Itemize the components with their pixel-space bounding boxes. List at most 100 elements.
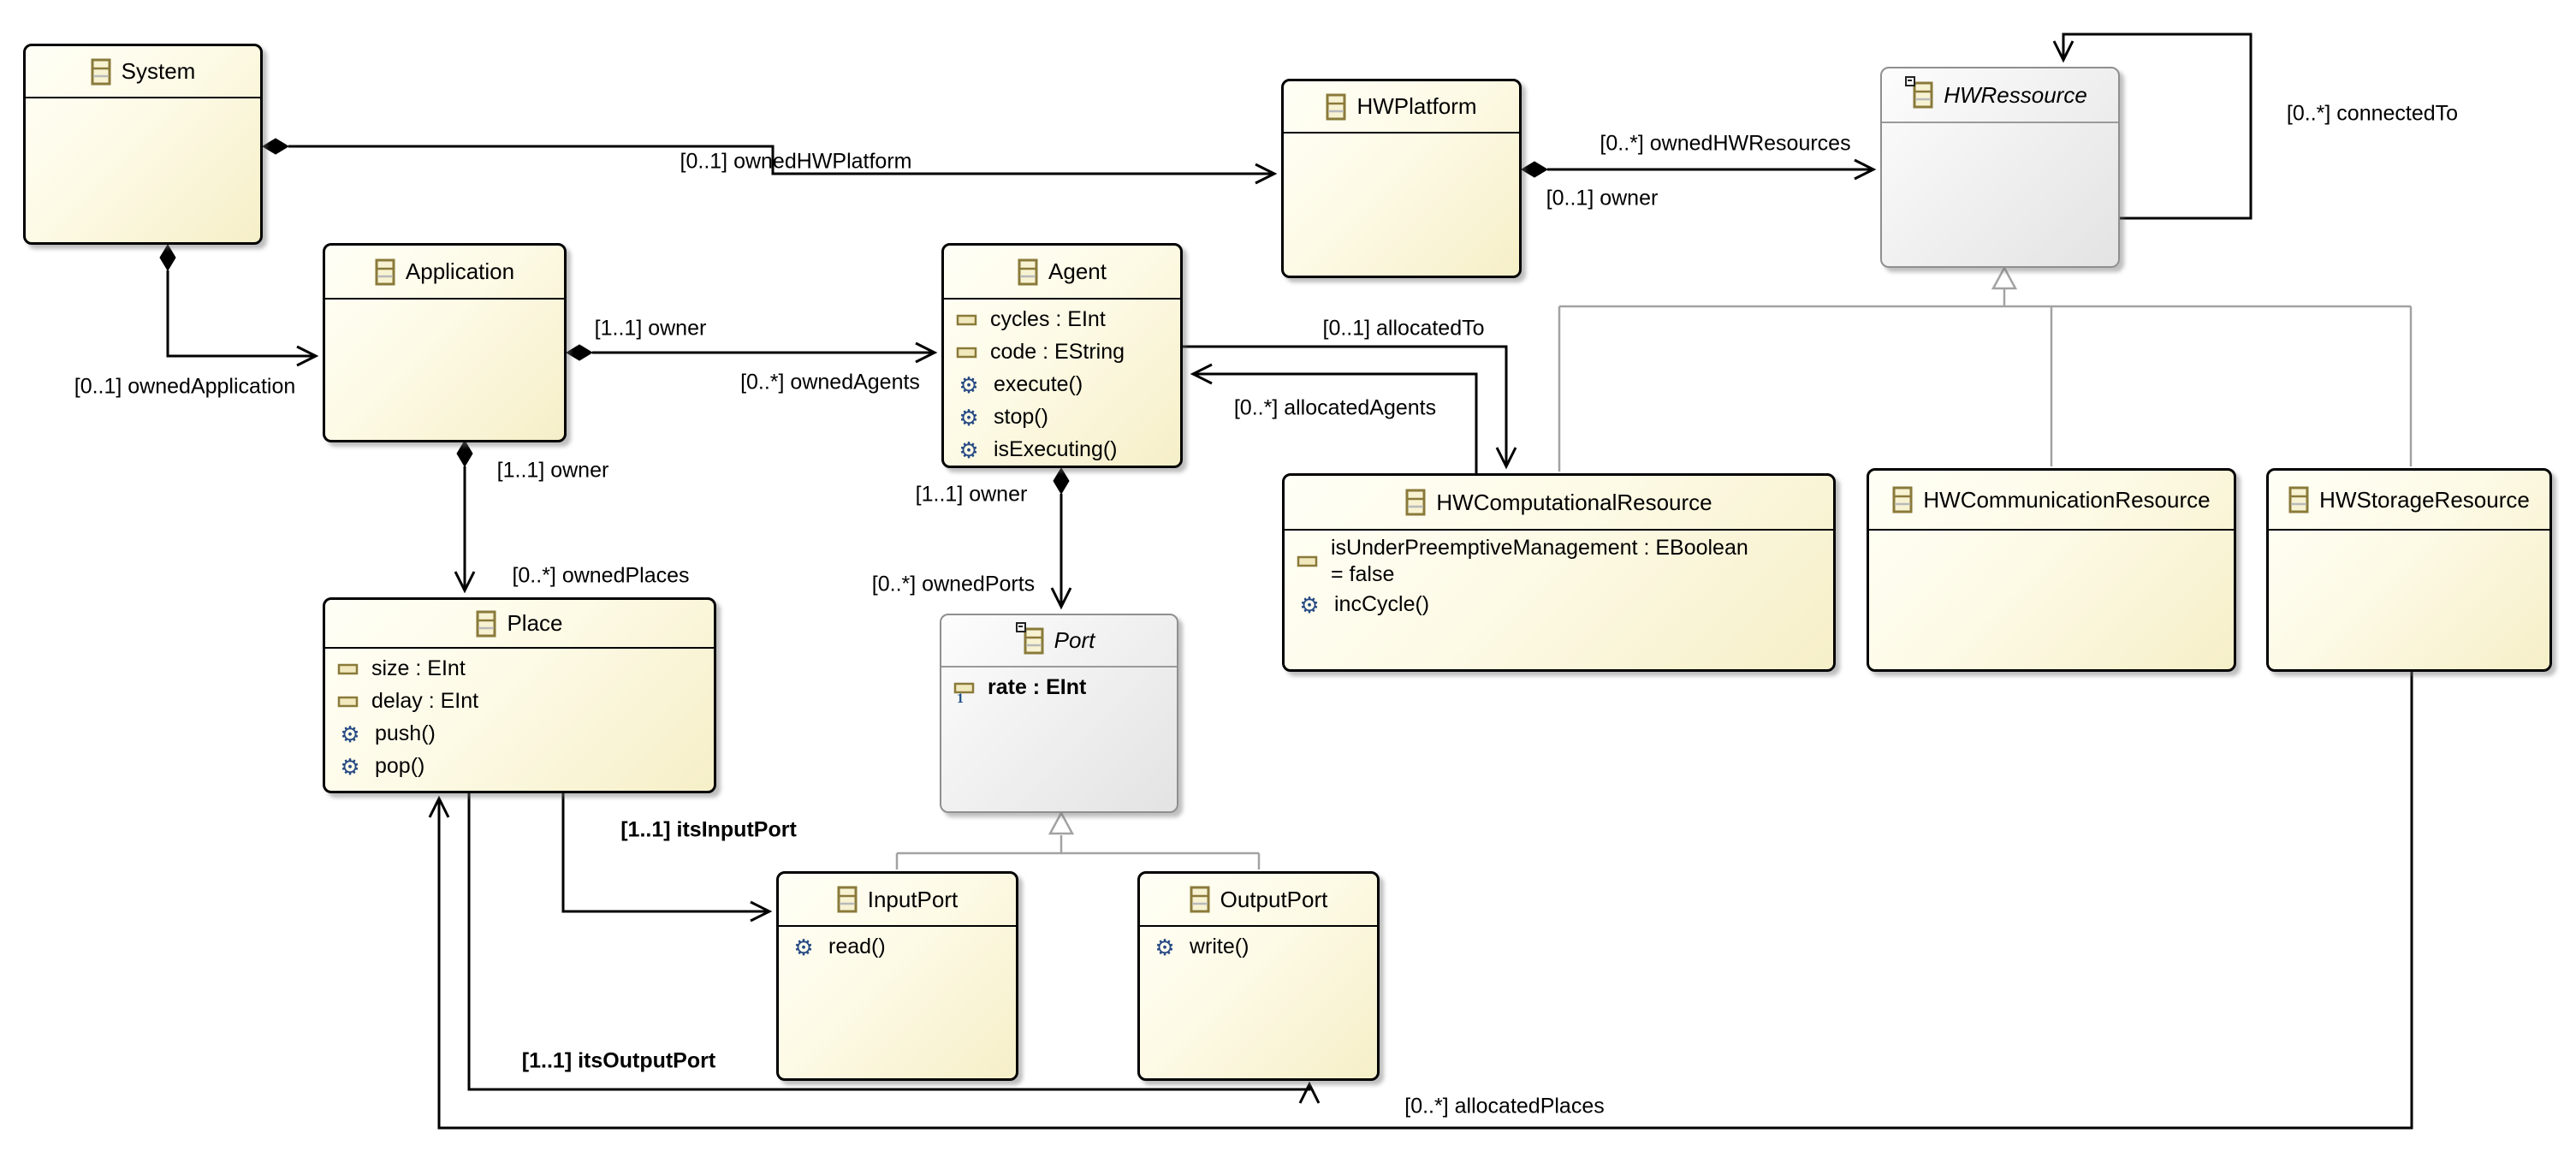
class-body: size : EInt delay : EInt⚙push()⚙pop() — [325, 649, 714, 791]
class-outputport[interactable]: OutputPort ⚙write() — [1137, 871, 1380, 1081]
attribute-icon — [956, 346, 978, 359]
class-header[interactable]: InputPort — [779, 874, 1016, 927]
edge-label-port-owner[interactable]: [1..1] owner — [915, 482, 1028, 507]
class-header[interactable]: HWStorageResource — [2269, 471, 2549, 531]
class-header[interactable]: HWRessource — [1882, 68, 2118, 123]
class-body: isUnderPreemptiveManagement : EBoolean= … — [1285, 531, 1833, 669]
class-icon — [837, 886, 858, 913]
class-icon — [1018, 258, 1038, 286]
class-header[interactable]: OutputPort — [1140, 874, 1377, 927]
edge-label-place-owner[interactable]: [1..1] owner — [496, 458, 609, 483]
operation-row[interactable]: ⚙pop() — [325, 751, 714, 783]
id-marker-icon: 1 — [957, 691, 964, 706]
attribute-icon — [1297, 555, 1319, 568]
operation-gear-icon: ⚙ — [1154, 935, 1175, 960]
class-header[interactable]: HWCommunicationResource — [1869, 471, 2234, 531]
edge-label-owned-hwresources[interactable]: [0..*] ownedHWResources — [1600, 131, 1851, 156]
edge-allocated-to[interactable] — [1183, 345, 1517, 470]
edge-its-input-port[interactable] — [561, 793, 773, 923]
inheritance-port-tree[interactable] — [895, 835, 1261, 869]
edge-owned-hwplatform[interactable] — [288, 145, 1278, 185]
class-header[interactable]: HWComputationalResource — [1285, 476, 1833, 531]
class-title: HWRessource — [1944, 81, 2087, 108]
class-body: ⚙write() — [1140, 927, 1377, 1078]
operation-text: pop() — [375, 754, 425, 779]
class-hwressource[interactable]: HWRessource — [1880, 67, 2120, 268]
operation-row[interactable]: ⚙isExecuting() — [944, 434, 1180, 466]
class-icon — [1405, 489, 1426, 516]
edge-label-connected-to[interactable]: [0..*] connectedTo — [2286, 101, 2459, 126]
inheritance-triangle-port — [1048, 810, 1075, 835]
edge-its-output-port[interactable] — [467, 793, 1321, 1104]
class-system[interactable]: System — [23, 44, 263, 245]
operation-row[interactable]: ⚙push() — [325, 718, 714, 751]
class-icon — [2288, 486, 2309, 513]
class-body: 1 rate : EInt — [941, 668, 1177, 811]
diamond-system-application — [159, 244, 176, 271]
attribute-row[interactable]: cycles : EInt — [944, 304, 1180, 336]
attribute-row[interactable]: size : EInt — [325, 653, 714, 685]
edge-owned-application[interactable] — [166, 270, 319, 367]
operation-row[interactable]: ⚙read() — [779, 931, 1016, 964]
operation-text: stop() — [994, 405, 1048, 430]
operation-gear-icon: ⚙ — [959, 437, 979, 463]
class-hwstorage[interactable]: HWStorageResource — [2266, 468, 2552, 672]
class-header[interactable]: Port — [941, 615, 1177, 668]
class-icon — [1326, 93, 1346, 121]
class-hwcomputational[interactable]: HWComputationalResource isUnderPreemptive… — [1282, 473, 1836, 672]
class-hwcommunication[interactable]: HWCommunicationResource — [1867, 468, 2236, 672]
edge-label-owned-application[interactable]: [0..1] ownedApplication — [74, 374, 296, 399]
edge-label-allocated-places[interactable]: [0..*] allocatedPlaces — [1404, 1094, 1605, 1119]
attribute-icon — [337, 662, 359, 676]
class-title: OutputPort — [1220, 886, 1328, 912]
class-header[interactable]: Place — [325, 600, 714, 649]
attribute-text: rate : EInt — [988, 675, 1087, 700]
edge-label-owned-hwplatform[interactable]: [0..1] ownedHWPlatform — [680, 149, 912, 174]
class-application[interactable]: Application — [323, 243, 567, 442]
diamond-application-place — [456, 440, 473, 467]
class-hwplatform[interactable]: HWPlatform — [1281, 79, 1522, 278]
class-header[interactable]: System — [26, 46, 260, 98]
edge-label-its-output-port[interactable]: [1..1] itsOutputPort — [521, 1048, 716, 1073]
operation-row[interactable]: ⚙stop() — [944, 401, 1180, 434]
class-title: HWComputationalResource — [1436, 489, 1712, 515]
operation-row[interactable]: ⚙incCycle() — [1285, 589, 1833, 621]
edge-label-owned-places[interactable]: [0..*] ownedPlaces — [512, 563, 690, 588]
edge-label-agent-owner[interactable]: [1..1] owner — [594, 316, 707, 341]
class-header[interactable]: Agent — [944, 246, 1180, 300]
edge-allocated-places[interactable] — [428, 672, 2413, 1130]
edge-label-owned-agents[interactable]: [0..*] ownedAgents — [740, 370, 920, 395]
class-title: Place — [507, 610, 563, 636]
operation-text: push() — [375, 721, 436, 746]
attribute-row[interactable]: delay : EInt — [325, 685, 714, 718]
class-title: Agent — [1048, 258, 1107, 284]
abstract-decorator-icon — [1905, 76, 1916, 86]
attribute-row[interactable]: 1 rate : EInt — [941, 672, 1177, 706]
operation-row[interactable]: ⚙execute() — [944, 369, 1180, 401]
class-header[interactable]: HWPlatform — [1284, 81, 1519, 134]
class-inputport[interactable]: InputPort ⚙read() — [776, 871, 1018, 1081]
class-port[interactable]: Port 1 rate : EInt — [940, 614, 1178, 813]
attribute-row[interactable]: isUnderPreemptiveManagement : EBoolean= … — [1285, 535, 1833, 589]
class-header[interactable]: Application — [325, 246, 564, 300]
class-body: ⚙read() — [779, 927, 1016, 1078]
abstract-class-icon — [1905, 76, 1933, 109]
inheritance-hwressource-tree[interactable] — [1558, 288, 2413, 472]
abstract-decorator-icon — [1015, 621, 1026, 632]
edge-label-hwplatform-owner[interactable]: [0..1] owner — [1546, 186, 1659, 211]
edge-label-its-input-port[interactable]: [1..1] itsInputPort — [620, 817, 797, 842]
diamond-application-agent — [566, 344, 593, 361]
attribute-row[interactable]: code : EString — [944, 336, 1180, 369]
edge-allocated-agents[interactable] — [1190, 363, 1478, 473]
edge-connected-to[interactable] — [2052, 33, 2253, 220]
class-title: HWPlatform — [1356, 93, 1477, 119]
edge-label-owned-ports[interactable]: [0..*] ownedPorts — [871, 572, 1036, 596]
edge-label-allocated-to[interactable]: [0..1] allocatedTo — [1322, 316, 1485, 341]
attribute-text: size : EInt — [371, 656, 466, 681]
class-place[interactable]: Place size : EInt delay : EInt⚙push()⚙pop(… — [323, 597, 716, 793]
edge-label-allocated-agents[interactable]: [0..*] allocatedAgents — [1233, 395, 1437, 420]
operation-row[interactable]: ⚙write() — [1140, 931, 1377, 964]
